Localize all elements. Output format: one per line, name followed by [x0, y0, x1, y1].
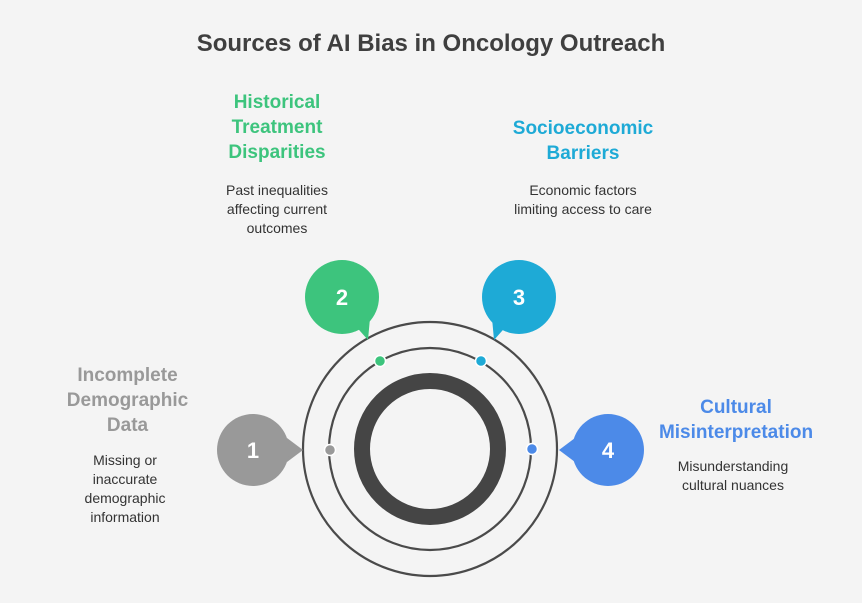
bubble-2-number: 2 — [336, 285, 348, 310]
item-3-label: Socioeconomic Barriers — [512, 118, 654, 164]
outer-ring — [301, 320, 559, 578]
item-2-description: Past inequalities affecting current outc… — [226, 182, 328, 236]
item-1-description: Missing or inaccurate demographic inform… — [84, 452, 166, 525]
bubble-2: 2 — [305, 260, 379, 340]
bubble-4-number: 4 — [602, 438, 615, 463]
bubble-1-number: 1 — [247, 438, 259, 463]
bubble-1: 1 — [217, 414, 303, 486]
bubble-3: 3 — [482, 260, 556, 340]
item-2-label: Historical Treatment Disparities — [228, 92, 326, 163]
item-4-description: Misunderstanding cultural nuances — [677, 458, 789, 493]
diagram-title: Sources of AI Bias in Oncology Outreach — [196, 30, 666, 57]
marker-dot-2 — [373, 354, 387, 368]
item-4-label: Cultural Misinterpretation — [658, 397, 814, 443]
marker-dot-4 — [525, 442, 539, 456]
marker-dot-1 — [323, 443, 337, 457]
core-ring — [354, 373, 506, 525]
bubble-3-number: 3 — [513, 285, 525, 310]
item-3-description: Economic factors limiting access to care — [514, 182, 652, 217]
bubble-4: 4 — [559, 414, 644, 486]
item-1-label: Incomplete Demographic Data — [66, 365, 189, 436]
marker-dot-3 — [474, 354, 488, 368]
